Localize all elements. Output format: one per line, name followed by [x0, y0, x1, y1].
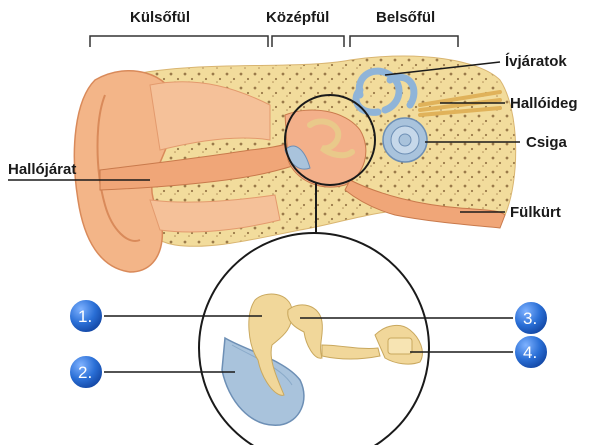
marker-4-label: 4.: [523, 343, 537, 362]
label-pointers: [8, 61, 520, 373]
section-brackets: [89, 35, 459, 47]
marker-2-label: 2.: [78, 363, 92, 382]
label-eustachian-tube: Fülkürt: [510, 204, 561, 221]
inner-ear-title: Belsőfül: [376, 9, 435, 26]
label-ear-canal: Hallójárat: [8, 161, 76, 178]
small-ossicles: [307, 118, 355, 159]
marker-1: 1.: [68, 298, 104, 334]
outer-flesh: [149, 81, 271, 151]
cochlea-shape: [382, 117, 428, 163]
middle-ear-highlight-circle: [284, 94, 376, 186]
inner-ear-bracket: [349, 35, 459, 47]
zoom-stapes: [321, 324, 423, 365]
eustachian-tube-shape: [344, 179, 506, 229]
marker-3: 3.: [513, 300, 549, 336]
zoom-malleus: [248, 293, 293, 396]
outer-ear-bracket: [89, 35, 269, 47]
pinna-inner-fold: [96, 94, 141, 242]
lower-flesh: [149, 194, 281, 233]
label-semicircular-canals: Ívjáratok: [505, 53, 567, 70]
marker-4: 4.: [513, 334, 549, 370]
marker-2: 2.: [68, 354, 104, 390]
marker-1-label: 1.: [78, 307, 92, 326]
middle-ear-title: Középfül: [266, 9, 329, 26]
auditory-nerve-shape: [418, 90, 502, 117]
outer-ear-title: Külsőfül: [130, 9, 190, 26]
marker-3-label: 3.: [523, 309, 537, 328]
middle-ear-bracket: [271, 35, 345, 47]
label-auditory-nerve: Hallóideg: [510, 95, 578, 112]
pointer-semicircular-canals: [384, 61, 501, 76]
label-cochlea: Csiga: [526, 134, 568, 151]
